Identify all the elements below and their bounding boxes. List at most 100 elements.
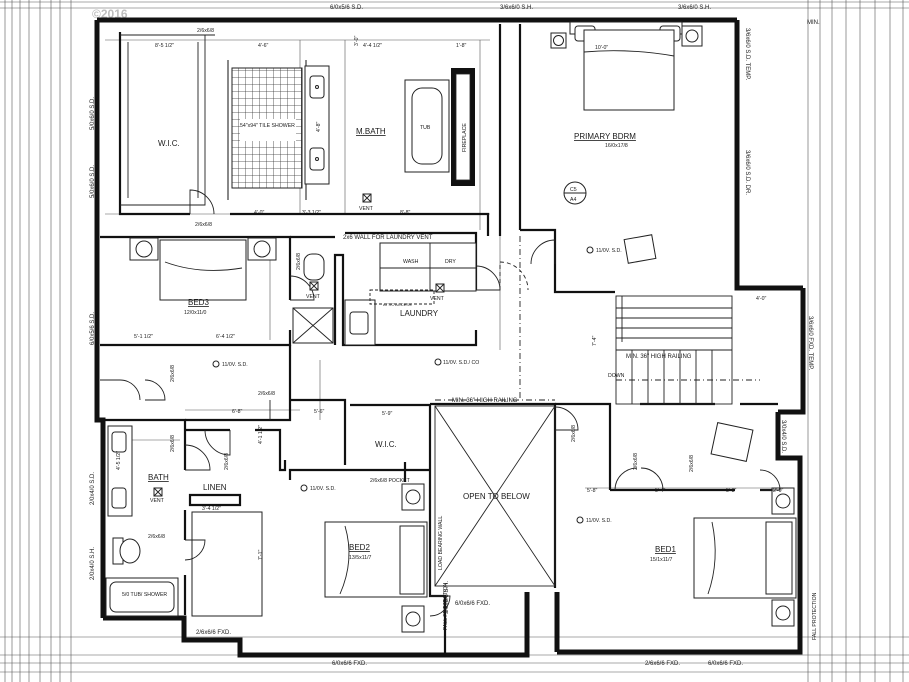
exterior-walls	[94, 17, 806, 658]
section-tag-bottom: A4	[570, 197, 576, 203]
dim-5-8b: 5'-8"	[726, 488, 736, 494]
primary-bed	[550, 21, 703, 264]
wc-fixtures	[292, 253, 334, 344]
window-right-3: 3/6x6/0 FXD. TEMP.	[807, 316, 813, 370]
label-load-bearing-wall: LOAD BEARING WALL	[438, 516, 444, 570]
dim-7-1: 7'-1"	[258, 550, 264, 560]
dim-5-6: 5'-6"	[314, 409, 324, 415]
note-sd-co: 11/0V. S.D./ CO	[443, 360, 479, 366]
window-left-4: 2/0x4/0 S.D.	[90, 472, 96, 505]
note-fall-protection-left: FALL PROTECTION	[443, 582, 449, 630]
door-label-2: 2/6x6/8	[195, 222, 212, 228]
label-bed1: BED1	[655, 545, 676, 554]
door-label-7: 2/6x6/8	[224, 453, 230, 470]
door-label-6: 2/6x6/8	[170, 435, 176, 452]
window-open-1: 3/0x6/6 S.H.	[444, 581, 450, 614]
label-down: DOWN	[608, 373, 625, 379]
label-wash: WASH	[403, 259, 419, 265]
label-mbath: M.BATH	[356, 127, 386, 136]
label-wic-bed2: W.I.C.	[375, 440, 397, 449]
window-right-2: 3/6x6/0 S.D. DR.	[744, 150, 750, 195]
bath-fixtures	[105, 425, 179, 617]
dim-6-8: 6'-8"	[232, 409, 242, 415]
label-dry: DRY	[445, 259, 456, 265]
window-bottom-5: 6/0x6/6 FXD.	[708, 661, 743, 667]
dim-10-0: 10'-0"	[595, 45, 608, 51]
section-tag-top: C5	[570, 187, 577, 193]
door-label-3: 2/6x6/8	[296, 253, 302, 270]
note-sd-bed2: 11/0V. S.D.	[310, 486, 336, 492]
label-wic-master: W.I.C.	[158, 139, 180, 148]
note-vent-laundry: VENT	[430, 296, 445, 302]
door-label-11: 2/6x6/8	[148, 534, 165, 540]
label-laundry: LAUNDRY	[400, 309, 439, 318]
dim-6-4: 6'-4 1/2"	[216, 334, 235, 340]
label-primary-bdrm: PRIMARY BDRM	[574, 132, 636, 141]
note-vent-bath: VENT	[150, 498, 165, 504]
label-linen: LINEN	[203, 483, 227, 492]
window-top-3: 3/6x6/0 S.H.	[678, 5, 711, 11]
dimension-labels: 8'-5 1/2" 4'-6" 3'-0" 4'-4 1/2" 1'-8" 10…	[116, 36, 783, 560]
dim-8-8: 8'-8"	[400, 210, 410, 216]
label-bed1-size: 15/1x11/7	[650, 557, 673, 563]
note-min-rail-open: MIN. 36" HIGH RAILING	[452, 398, 518, 404]
dim-5-1: 5'-1 1/2"	[134, 334, 153, 340]
dim-4-0a: 4'-0"	[254, 210, 264, 216]
window-labels: 6/0x5/6 S.D. 3/6x6/0 S.H. 3/6x6/0 S.H. 5…	[90, 5, 813, 667]
note-sd-bed1: 11/0V. S.D.	[586, 518, 612, 524]
window-left-2: 5/0x6/0 S.D.	[90, 165, 96, 198]
dim-1-8: 1'-8"	[456, 43, 466, 49]
dim-3-4: 3'-4 1/2"	[202, 506, 221, 512]
door-label-12: 2/6x6/8 POCKET	[370, 478, 411, 484]
railings	[435, 236, 760, 401]
label-bed3-size: 12/0x11/0	[184, 310, 207, 316]
window-top-2: 3/6x6/0 S.H.	[500, 5, 533, 11]
dim-4-8: 4'-8"	[316, 122, 322, 132]
window-left-3: 6/0x5/6 S.D.	[90, 312, 96, 345]
dim-4-5: 4'-5 1/2"	[116, 451, 122, 470]
tile-shower	[231, 67, 303, 189]
label-bed2-size: 13/5x11/7	[349, 555, 372, 561]
window-bottom-3: 6/0x6/6 FXD.	[455, 601, 490, 607]
dim-4-1: 4'-1 1/2"	[258, 425, 264, 444]
dim-8-5: 8'-5 1/2"	[155, 43, 174, 49]
label-shower: 54"x94" TILE SHOWER	[240, 123, 295, 129]
mbath-tub	[404, 79, 450, 173]
staircase	[615, 295, 733, 405]
label-open-to-below: OPEN TO BELOW	[463, 492, 530, 501]
window-bottom-4: 2/6x6/6 FXD.	[645, 661, 680, 667]
fireplace	[451, 68, 475, 186]
dim-5-4: 5'-4"	[655, 488, 665, 494]
bed2-furniture	[191, 483, 428, 633]
dim-5-8a: 5'-8"	[587, 488, 597, 494]
window-left-5: 2/0x4/0 S.H.	[90, 547, 96, 580]
label-bath: BATH	[148, 473, 169, 482]
mbath-vanity	[304, 65, 330, 185]
note-vent-mbath: VENT	[359, 206, 374, 212]
room-labels: W.I.C. 54"x94" TILE SHOWER M.BATH TUB FI…	[122, 123, 676, 598]
label-fireplace: FIREPLACE	[462, 123, 468, 152]
note-sd-bed3: 11/0V. S.D.	[222, 362, 248, 368]
note-laundry-wall: 2x6 WALL FOR LAUNDRY VENT	[343, 235, 433, 241]
window-right-1: 3/6x6/0 S.D. TEMP.	[744, 28, 750, 80]
notes: 2x6 WALL FOR LAUNDRY VENT MIN. 36" HIGH …	[150, 20, 820, 640]
dim-3-3: 3'-3 1/2"	[302, 210, 321, 216]
door-labels: 2/6x6/8 2/6x6/8 2/6x6/8 2/6x6/8 2/6x6/8 …	[148, 28, 695, 540]
note-min-top-right: MIN.	[807, 20, 820, 26]
label-bed2: BED2	[349, 543, 370, 552]
window-top-1: 6/0x5/6 S.D.	[330, 5, 363, 11]
door-label-1: 2/6x6/8	[197, 28, 214, 34]
window-left-1: 5/0x6/0 S.D.	[90, 97, 96, 130]
window-right-4: 3/0x4/0 S.D.	[780, 420, 786, 453]
laundry-fixtures	[344, 242, 477, 346]
window-bottom-2: 6/0x6/6 FXD.	[332, 661, 367, 667]
dim-4-4: 4'-4 1/2"	[363, 43, 382, 49]
vent-symbols	[153, 181, 594, 524]
dim-4-6: 4'-6"	[258, 43, 268, 49]
window-bottom-1: 2/6x6/6 FXD.	[196, 630, 231, 636]
label-tub: TUB	[420, 125, 431, 131]
dim-7-4: 7'-4"	[592, 336, 598, 346]
bed3-furniture	[129, 237, 277, 301]
door-label-10: 2/6x6/8	[689, 455, 695, 472]
